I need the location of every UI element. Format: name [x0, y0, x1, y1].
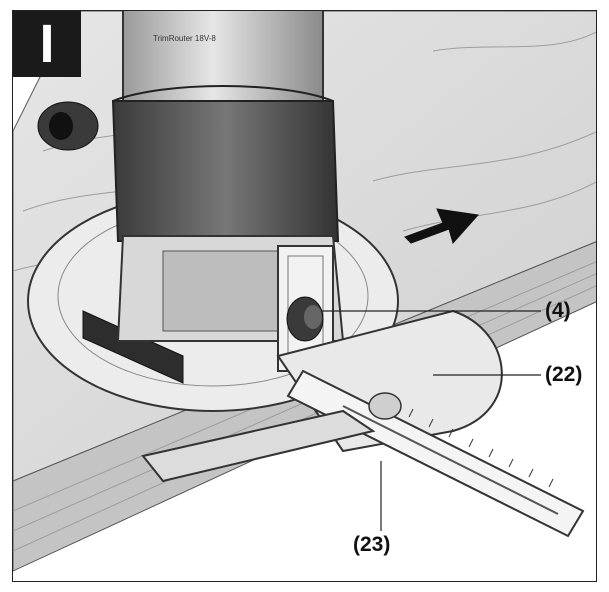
- guide-sole: [141, 409, 376, 483]
- feed-direction-arrow: [404, 208, 479, 245]
- motor-housing: [122, 11, 324, 102]
- router-illustration: TrimRouter 18V-8: [13, 11, 596, 572]
- center-pin: [368, 392, 402, 420]
- locking-knob: [286, 296, 324, 342]
- callout-23: (23): [353, 533, 391, 556]
- grip-section: [111, 100, 340, 242]
- figure-frame: TrimRouter 18V-8: [12, 10, 597, 582]
- panel-badge: I: [13, 11, 81, 77]
- callout-4: (4): [545, 299, 571, 322]
- depth-knob: [37, 101, 99, 151]
- callout-22: (22): [545, 363, 583, 386]
- device-label: TrimRouter 18V-8: [153, 34, 216, 43]
- panel-label: I: [39, 14, 55, 74]
